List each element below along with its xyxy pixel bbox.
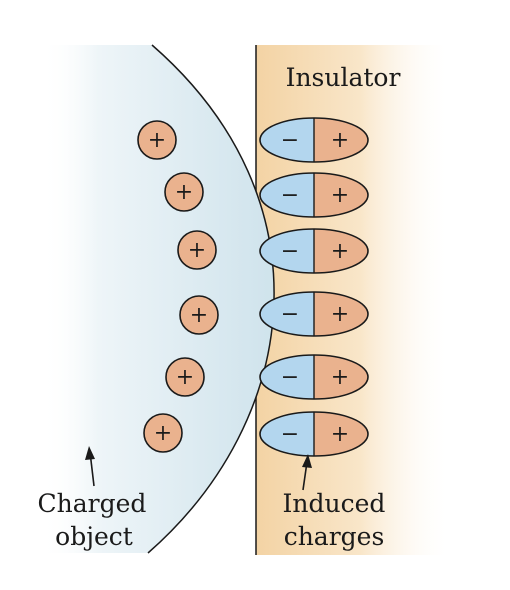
- positive-charge: +: [137, 120, 177, 160]
- plus-sign: +: [331, 422, 349, 447]
- plus-sign: +: [331, 128, 349, 153]
- plus-sign: +: [331, 365, 349, 390]
- induced-charges-arrow: [302, 454, 312, 491]
- positive-half: [314, 292, 368, 336]
- positive-charge: +: [177, 230, 217, 270]
- plus-sign: +: [175, 180, 193, 205]
- induced-dipole: −+: [259, 354, 369, 400]
- minus-sign: −: [281, 183, 299, 208]
- induced-dipoles: −+−+−+−+−+−+: [259, 117, 369, 457]
- plus-sign: +: [331, 183, 349, 208]
- minus-sign: −: [281, 128, 299, 153]
- charged-object-arrow: [85, 446, 95, 487]
- charged-object-label-line2: object: [55, 522, 133, 551]
- induced-dipole: −+: [259, 291, 369, 337]
- negative-half: [260, 355, 314, 399]
- plus-sign: +: [331, 239, 349, 264]
- induced-dipole: −+: [259, 172, 369, 218]
- insulator-label: Insulator: [286, 63, 401, 92]
- negative-half: [260, 173, 314, 217]
- positive-charge: +: [143, 413, 183, 453]
- positive-half: [314, 173, 368, 217]
- minus-sign: −: [281, 365, 299, 390]
- plus-sign: +: [148, 128, 166, 153]
- plus-sign: +: [188, 238, 206, 263]
- positive-half: [314, 412, 368, 456]
- induced-charges-label-line1: Induced: [283, 489, 386, 518]
- induced-dipole: −+: [259, 117, 369, 163]
- charged-object-label-line1: Charged: [38, 489, 147, 518]
- positive-half: [314, 118, 368, 162]
- positive-charge: +: [165, 357, 205, 397]
- positive-charge: +: [164, 172, 204, 212]
- plus-sign: +: [176, 365, 194, 390]
- minus-sign: −: [281, 302, 299, 327]
- positive-charge: +: [179, 295, 219, 335]
- negative-half: [260, 412, 314, 456]
- positive-charges: + + + + + +: [137, 120, 219, 453]
- minus-sign: −: [281, 422, 299, 447]
- negative-half: [260, 292, 314, 336]
- minus-sign: −: [281, 239, 299, 264]
- induced-charges-label-line2: charges: [284, 522, 385, 551]
- plus-sign: +: [154, 421, 172, 446]
- positive-half: [314, 229, 368, 273]
- negative-half: [260, 118, 314, 162]
- induced-dipole: −+: [259, 411, 369, 457]
- plus-sign: +: [190, 303, 208, 328]
- charged-object-region: [40, 45, 275, 553]
- positive-half: [314, 355, 368, 399]
- induced-dipole: −+: [259, 228, 369, 274]
- negative-half: [260, 229, 314, 273]
- plus-sign: +: [331, 302, 349, 327]
